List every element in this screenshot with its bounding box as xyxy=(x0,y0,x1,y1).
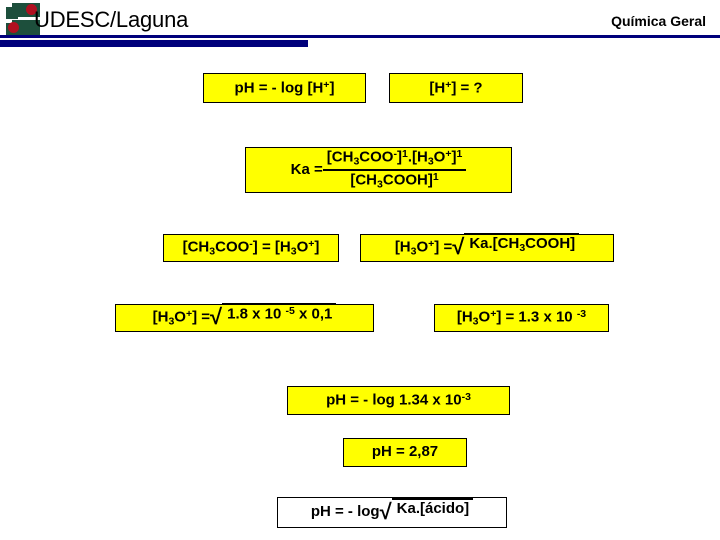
formula-box-equal-concentrations: [CH3COO-] = [H3O+] xyxy=(163,234,339,262)
ka-fraction: [CH3COO-]1.[H3O+]1 [CH3COOH]1 xyxy=(322,148,467,191)
formula-box-ka-expression: Ka = [CH3COO-]1.[H3O+]1 [CH3COOH]1 xyxy=(245,147,512,193)
formula-text: [H3O+] = 1.3 x 10 -3 xyxy=(456,307,587,327)
result-exponent: -3 xyxy=(576,307,587,320)
charge-superscript: + xyxy=(323,78,330,91)
formula-text: pH = - log [H+] xyxy=(234,78,335,96)
udesc-logo-icon xyxy=(6,3,46,35)
radical-icon: √ xyxy=(452,234,465,259)
calc-exponent: -3 xyxy=(461,391,471,404)
logo-shape-top-left xyxy=(6,7,18,19)
formula-box-h-root-symbolic: [H3O+] = √ Ka.[CH3COOH] xyxy=(360,233,614,262)
square-root-expression: √ 1.8 x 10 -5 x 0,1 xyxy=(210,303,337,329)
page-header: UDESC/Laguna Química Geral xyxy=(0,0,720,48)
formula-text: [H3O+] = xyxy=(152,307,211,327)
radicand: Ka.[CH3COOH] xyxy=(464,233,580,254)
formula-box-ph-calculation: pH = - log 1.34 x 10-3 xyxy=(287,386,510,415)
calc-mantissa: 1.34 xyxy=(399,391,429,409)
result-mantissa: 1.3 xyxy=(518,307,540,325)
ka-numerator: [CH3COO-]1.[H3O+]1 xyxy=(322,148,467,171)
header-rule-thin xyxy=(0,35,720,38)
formula-text: pH = - log 1.34 x 10-3 xyxy=(326,391,471,409)
logo-wordmark: UDESC/Laguna xyxy=(34,7,189,32)
exponent: -5 xyxy=(285,305,295,317)
logo-dot-upper xyxy=(26,4,37,15)
logo-dot-lower xyxy=(8,22,19,33)
logo-shape-bottom-bar xyxy=(12,20,40,35)
ka-denominator: [CH3COOH]1 xyxy=(350,171,439,191)
radicand: 1.8 x 10 -5 x 0,1 xyxy=(222,303,337,323)
formula-text: pH = - log xyxy=(310,503,380,521)
header-rule-thick xyxy=(0,40,308,47)
formula-box-h-numeric-root: [H3O+] = √ 1.8 x 10 -5 x 0,1 xyxy=(115,303,374,332)
formula-text: [H3O+] = xyxy=(394,237,453,257)
formula-box-h-unknown: [H+] = ? xyxy=(389,73,523,103)
page-title: Química Geral xyxy=(611,13,706,29)
formula-text: pH = 2,87 xyxy=(371,443,439,461)
formula-box-ph-value: pH = 2,87 xyxy=(343,438,467,467)
radical-icon: √ xyxy=(379,498,392,524)
formula-text: [H+] = ? xyxy=(429,78,483,96)
formula-box-ph-general: pH = - log √ Ka.[ácido] xyxy=(277,497,507,528)
ph-result-value: 2,87 xyxy=(408,443,439,461)
formula-box-h-result: [H3O+] = 1.3 x 10 -3 xyxy=(434,304,609,332)
square-root-expression: √ Ka.[ácido] xyxy=(379,497,474,524)
radical-icon: √ xyxy=(210,304,223,329)
formula-text: [CH3COO-] = [H3O+] xyxy=(182,237,320,257)
radicand: Ka.[ácido] xyxy=(391,497,474,518)
square-root-expression: √ Ka.[CH3COOH] xyxy=(452,233,580,259)
charge-superscript: + xyxy=(445,78,452,91)
ka-lead: Ka = xyxy=(290,160,323,178)
formula-box-ph-definition: pH = - log [H+] xyxy=(203,73,366,103)
